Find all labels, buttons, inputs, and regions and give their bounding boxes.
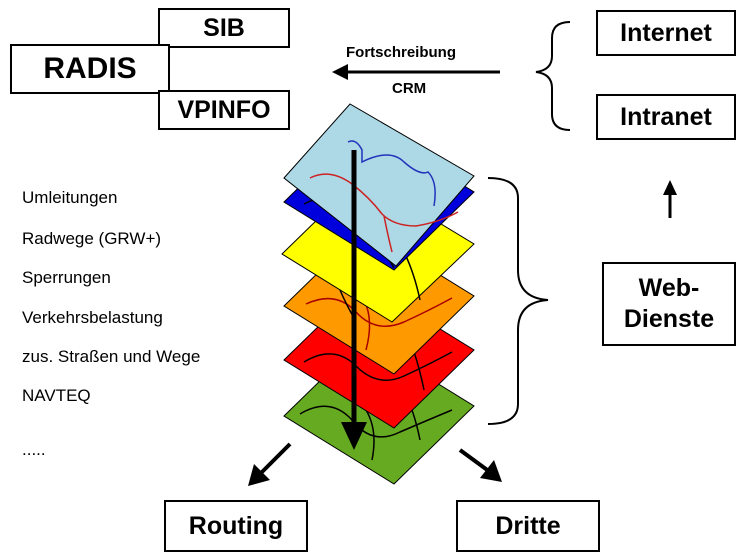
layers-brace xyxy=(487,177,549,425)
intranet-box: Intranet xyxy=(596,94,736,140)
fortschreibung-label: Fortschreibung xyxy=(346,44,457,61)
web-dienste-label: Web- Dienste xyxy=(623,273,715,333)
fortschreibung-arrow-head xyxy=(332,64,348,80)
radis-box: RADIS xyxy=(10,44,170,94)
layer-label-more: ..... xyxy=(22,440,46,459)
radis-label: RADIS xyxy=(43,52,137,85)
layer-label-sperrungen: Sperrungen xyxy=(22,268,111,287)
sib-label: SIB xyxy=(203,13,245,42)
internet-box: Internet xyxy=(596,10,736,56)
to-routing-arrow-shaft xyxy=(258,442,292,476)
routing-box: Routing xyxy=(164,500,308,552)
dritte-box: Dritte xyxy=(456,500,600,552)
dritte-label: Dritte xyxy=(495,511,561,540)
sib-box: SIB xyxy=(158,8,290,48)
intranet-label: Intranet xyxy=(620,102,712,131)
layer-label-zus-strassen: zus. Straßen und Wege xyxy=(22,347,201,366)
to-dritte-arrow-head xyxy=(480,460,502,482)
web-to-intranet-arrow-head xyxy=(663,180,677,195)
vpinfo-box: VPINFO xyxy=(158,90,290,130)
internet-intranet-brace xyxy=(535,21,571,131)
internet-label: Internet xyxy=(620,18,712,47)
routing-label: Routing xyxy=(188,511,284,540)
layer-label-radwege: Radwege (GRW+) xyxy=(22,229,162,248)
vpinfo-label: VPINFO xyxy=(177,95,271,124)
layer-umleitungen xyxy=(283,103,475,267)
to-routing-arrow-head xyxy=(248,464,270,486)
crm-label: CRM xyxy=(392,80,427,97)
layer-label-verkehrsbelastung: Verkehrsbelastung xyxy=(22,308,163,327)
layer-label-navteq: NAVTEQ xyxy=(22,386,91,405)
web-dienste-box: Web- Dienste xyxy=(602,262,736,346)
layer-label-umleitungen: Umleitungen xyxy=(22,188,118,207)
to-dritte-arrow-shaft xyxy=(458,448,492,474)
stack-down-arrow-head xyxy=(341,422,367,450)
